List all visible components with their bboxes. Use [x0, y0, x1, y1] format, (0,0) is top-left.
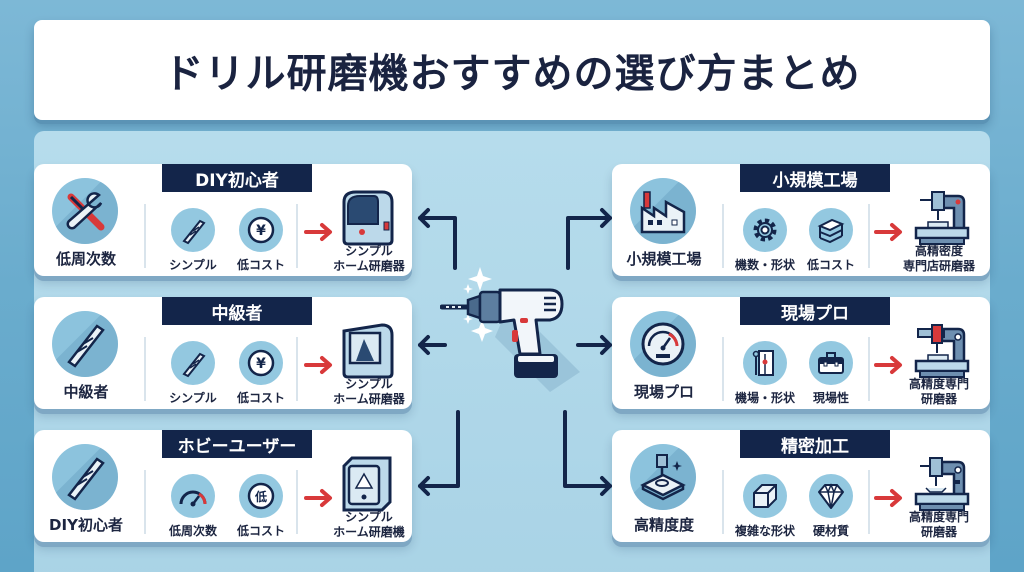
feature-label: 硬材質 [812, 524, 849, 538]
precision-grinder-icon [914, 457, 970, 511]
red-arrow-icon [874, 489, 902, 507]
red-arrow-icon [874, 356, 902, 374]
card-badge: ホビーユーザー [162, 430, 312, 458]
home-grinder-icon [342, 323, 394, 379]
drill-bit-icon [171, 208, 215, 252]
diamond-icon [809, 474, 853, 518]
precision-grinder-icon [914, 191, 970, 245]
card-badge: 精密加工 [740, 430, 890, 458]
svg-text:¥: ¥ [256, 223, 266, 239]
toolbox-icon [809, 341, 853, 385]
svg-text:¥: ¥ [256, 356, 266, 372]
drill-bit-icon [52, 311, 118, 377]
card-field-pro: 現場プロ 現場プロ 機場・形状 現場性 高精度専門研磨器 [612, 297, 990, 409]
cordless-drill-icon [440, 262, 580, 392]
card-badge: DIY初心者 [162, 164, 312, 192]
card-badge: 中級者 [162, 297, 312, 325]
gauge-icon [630, 311, 696, 377]
home-grinder-icon [342, 456, 392, 512]
main-label: DIY初心者 [49, 516, 123, 534]
speedometer-icon [171, 474, 215, 518]
card-badge: 現場プロ [740, 297, 890, 325]
home-grinder-icon [342, 190, 394, 246]
red-arrow-icon [304, 356, 332, 374]
result-label: 高精度専門研磨器 [908, 510, 969, 539]
result-label: 高精密度専門店研磨器 [902, 244, 975, 273]
feature-label: 複雑な形状 [734, 524, 795, 538]
main-label: 現場プロ [633, 383, 694, 401]
metal-stock-icon [809, 208, 853, 252]
precision-milling-icon [630, 444, 696, 510]
main-label: 中級者 [63, 383, 109, 401]
result-label: 高精度専門研磨器 [908, 377, 969, 406]
wrench-screwdriver-icon [52, 178, 118, 244]
feature-label: シンプル [169, 391, 217, 405]
card-badge: 小規模工場 [740, 164, 890, 192]
feature-label: 低コスト [236, 258, 285, 272]
card-small-factory: 小規模工場 小規模工場 機数・形状 低コスト 高精密度専門店研磨器 [612, 164, 990, 276]
gear-icon [743, 208, 787, 252]
card-diy-beginner: DIY初心者 低周次数 シンプル ¥ 低コスト シンプルホーム研磨器 [34, 164, 412, 276]
feature-label: 機場・形状 [734, 391, 795, 405]
drill-bit-icon [52, 444, 118, 510]
result-label: シンプルホーム研磨器 [333, 244, 405, 273]
switch-panel-icon [743, 341, 787, 385]
card-precision-machining: 精密加工 高精度度 複雑な形状 硬材質 高精度専門研磨器 [612, 430, 990, 542]
main-label: 高精度度 [633, 516, 694, 534]
yen-coin-icon: ¥ [239, 341, 283, 385]
precision-grinder-icon [914, 324, 970, 378]
page-title: ドリル研磨機おすすめの選び方まとめ [163, 51, 861, 97]
main-label: 低周次数 [55, 250, 116, 268]
result-label: シンプルホーム研磨器 [333, 377, 405, 406]
feature-label: 低コスト [806, 258, 855, 272]
feature-label: 低周次数 [168, 524, 217, 538]
cube-icon [743, 474, 787, 518]
svg-text:低: 低 [254, 489, 267, 504]
yen-coin-icon: ¥ [239, 208, 283, 252]
title-banner: ドリル研磨機おすすめの選び方まとめ [34, 20, 990, 120]
red-arrow-icon [304, 223, 332, 241]
feature-label: 機数・形状 [734, 258, 795, 272]
card-intermediate: 中級者 中級者 シンプル ¥ 低コスト シンプルホーム研磨器 [34, 297, 412, 409]
feature-label: 低コスト [236, 391, 285, 405]
main-label: 小規模工場 [626, 250, 702, 268]
red-arrow-icon [874, 223, 902, 241]
card-hobby-user: ホビーユーザー DIY初心者 低周次数 低 低コスト シンプルホーム研磨機 [34, 430, 412, 542]
result-label: シンプルホーム研磨機 [333, 510, 405, 539]
feature-label: シンプル [169, 258, 217, 272]
drill-bit-icon [171, 341, 215, 385]
factory-icon [630, 178, 696, 244]
feature-label: 現場性 [812, 391, 849, 405]
low-coin-icon: 低 [239, 474, 283, 518]
red-arrow-icon [304, 489, 332, 507]
feature-label: 低コスト [236, 524, 285, 538]
